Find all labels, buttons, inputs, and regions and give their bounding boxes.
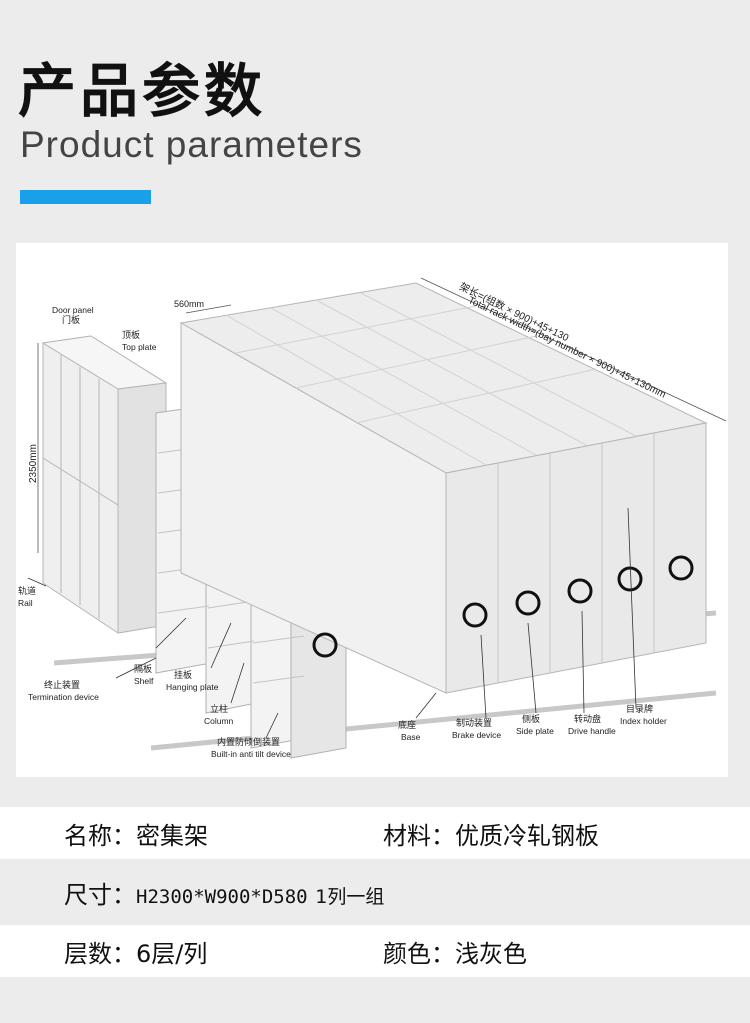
- label-index-holder: 目录牌 Index holder: [620, 705, 667, 726]
- spec-material: 材料：优质冷轧钢板: [383, 821, 599, 850]
- page-subtitle: Product parameters: [20, 124, 363, 165]
- label-shelf: 隔板 Shelf: [134, 665, 154, 686]
- top-grid: [225, 292, 637, 466]
- label-hanging-plate: 挂板 Hanging plate: [166, 671, 219, 692]
- front-panels: [497, 433, 655, 683]
- spec-size: 尺寸：H2300*W900*D580 1列一组: [64, 880, 385, 909]
- label-brake-device: 制动装置 Brake device: [452, 719, 502, 740]
- spec-name: 名称：密集架: [64, 821, 208, 850]
- spec-row-size: 尺寸：H2300*W900*D580 1列一组: [0, 866, 750, 918]
- label-drive-handle: 转动盘 Drive handle: [568, 715, 616, 736]
- label-anti-tilt-device: 内置防倾倒装置 Built-in anti tilt device: [211, 738, 291, 759]
- leader-lines: [27, 507, 637, 739]
- label-top-plate: 顶板 Top plate: [122, 331, 157, 352]
- label-rail: 轨道 Rail: [18, 587, 37, 608]
- page-title: 产品参数: [18, 57, 267, 125]
- drive-handles: [312, 555, 694, 658]
- label-base: 底座 Base: [398, 721, 421, 742]
- dimension-lines: [37, 277, 727, 553]
- cabinet-illustration: [27, 277, 727, 759]
- accent-bar: [20, 190, 151, 204]
- header: 产品参数 Product parameters: [0, 0, 750, 240]
- label-termination-device: 终止装置 Termination device: [28, 681, 99, 702]
- label-side-plate: 侧板 Side plate: [516, 715, 554, 736]
- label-width-dimension: 560mm: [174, 299, 205, 309]
- label-door-panel: Door panel 门板: [52, 305, 94, 326]
- spec-row-layers-color: 层数：6层/列 颜色：浅灰色: [0, 925, 750, 977]
- label-height-dimension: 2350mm: [28, 444, 39, 483]
- left-cabinet: [41, 335, 168, 634]
- spec-color: 颜色：浅灰色: [383, 939, 527, 968]
- label-column: 立柱 Column: [204, 705, 234, 726]
- spec-layers: 层数：6层/列: [64, 939, 208, 968]
- product-diagram: Door panel 门板 顶板 Top plate 560mm 2350mm …: [16, 243, 728, 777]
- spec-row-name-material: 名称：密集架 材料：优质冷轧钢板: [0, 807, 750, 859]
